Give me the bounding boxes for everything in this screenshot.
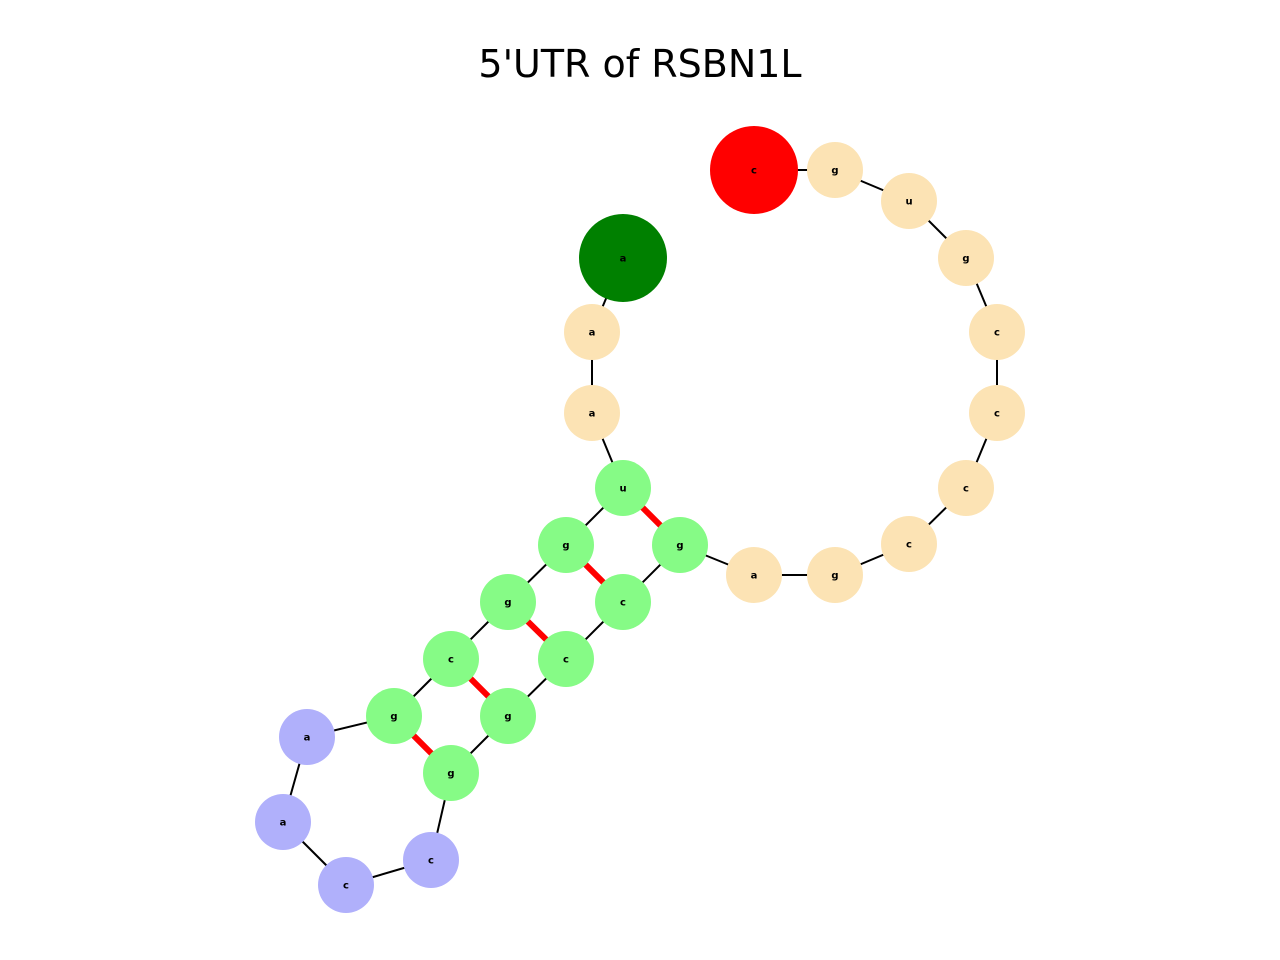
nucleotide-hairpin-loop: a — [279, 709, 335, 765]
nucleotide-label: c — [751, 166, 757, 177]
nucleotide-stem: u — [595, 460, 651, 516]
nucleotide-label: c — [994, 409, 1000, 420]
nucleotide-circle — [423, 631, 479, 687]
nucleotide-stem: g — [538, 517, 594, 573]
nucleotide-label: g — [447, 769, 454, 780]
nucleotide-circle — [938, 460, 994, 516]
nucleotide-unpaired: g — [807, 547, 863, 603]
nucleotide-label: c — [994, 328, 1000, 339]
nucleotide-circle — [423, 745, 479, 801]
nucleotide-unpaired: c — [938, 460, 994, 516]
nucleotide-circle — [710, 126, 798, 214]
nucleotide-stem: c — [538, 631, 594, 687]
nucleotide-hairpin-loop: c — [318, 857, 374, 913]
nucleotide-circle — [403, 832, 459, 888]
nucleotide-label: a — [280, 818, 287, 829]
nucleotide-three-prime-end: c — [710, 126, 798, 214]
nucleotide-label: u — [619, 484, 626, 495]
nucleotide-circle — [807, 142, 863, 198]
nucleotide-unpaired: c — [969, 304, 1025, 360]
nucleotide-unpaired: c — [881, 516, 937, 572]
nucleotide-label: c — [428, 856, 434, 867]
nucleotide-circle — [564, 304, 620, 360]
nucleotide-stem: g — [480, 574, 536, 630]
nucleotide-circle — [366, 688, 422, 744]
nucleotide-label: a — [589, 328, 596, 339]
nucleotide-label: g — [676, 541, 683, 552]
nucleotide-circle — [969, 304, 1025, 360]
nucleotide-circle — [969, 385, 1025, 441]
base-pair-links — [391, 485, 683, 776]
diagram-title: 5'UTR of RSBN1L — [478, 42, 802, 86]
nucleotide-circle — [726, 547, 782, 603]
nucleotide-unpaired: a — [564, 304, 620, 360]
nucleotide-label: c — [343, 881, 349, 892]
nucleotide-unpaired: c — [969, 385, 1025, 441]
nucleotide-label: c — [620, 598, 626, 609]
nucleotide-circle — [807, 547, 863, 603]
nucleotide-label: c — [963, 484, 969, 495]
nucleotide-unpaired: u — [881, 173, 937, 229]
nucleotide-label: u — [905, 197, 912, 208]
nucleotide-circle — [652, 517, 708, 573]
nucleotide-label: g — [562, 541, 569, 552]
nucleotide-circle — [279, 709, 335, 765]
nucleotide-stem: c — [595, 574, 651, 630]
nucleotide-unpaired: g — [938, 230, 994, 286]
nucleotide-label: g — [962, 254, 969, 265]
nucleotide-label: a — [620, 254, 627, 265]
nucleotide-label: g — [504, 598, 511, 609]
nucleotide-circle — [538, 517, 594, 573]
nucleotide-circle — [480, 688, 536, 744]
nucleotide-stem: g — [480, 688, 536, 744]
nucleotide-nodes: a a a u g g c g a a c c g g c c g a g c c c c g u g c — [255, 126, 1025, 913]
nucleotide-stem: g — [652, 517, 708, 573]
nucleotide-circle — [881, 516, 937, 572]
nucleotide-circle — [595, 460, 651, 516]
nucleotide-label: c — [563, 655, 569, 666]
nucleotide-label: g — [504, 712, 511, 723]
nucleotide-label: a — [751, 571, 758, 582]
nucleotide-stem: c — [423, 631, 479, 687]
nucleotide-label: g — [831, 166, 838, 177]
nucleotide-circle — [938, 230, 994, 286]
nucleotide-circle — [564, 385, 620, 441]
nucleotide-label: g — [831, 571, 838, 582]
nucleotide-label: a — [304, 733, 311, 744]
nucleotide-circle — [881, 173, 937, 229]
nucleotide-label: a — [589, 409, 596, 420]
nucleotide-unpaired: a — [726, 547, 782, 603]
nucleotide-stem: g — [366, 688, 422, 744]
nucleotide-circle — [595, 574, 651, 630]
nucleotide-label: g — [390, 712, 397, 723]
nucleotide-unpaired: a — [564, 385, 620, 441]
nucleotide-hairpin-loop: c — [403, 832, 459, 888]
nucleotide-five-prime-end: a — [579, 214, 667, 302]
nucleotide-label: c — [906, 540, 912, 551]
nucleotide-unpaired: g — [807, 142, 863, 198]
nucleotide-circle — [480, 574, 536, 630]
nucleotide-label: c — [448, 655, 454, 666]
nucleotide-stem: g — [423, 745, 479, 801]
nucleotide-circle — [318, 857, 374, 913]
nucleotide-hairpin-loop: a — [255, 794, 311, 850]
nucleotide-circle — [255, 794, 311, 850]
nucleotide-circle — [579, 214, 667, 302]
nucleotide-circle — [538, 631, 594, 687]
